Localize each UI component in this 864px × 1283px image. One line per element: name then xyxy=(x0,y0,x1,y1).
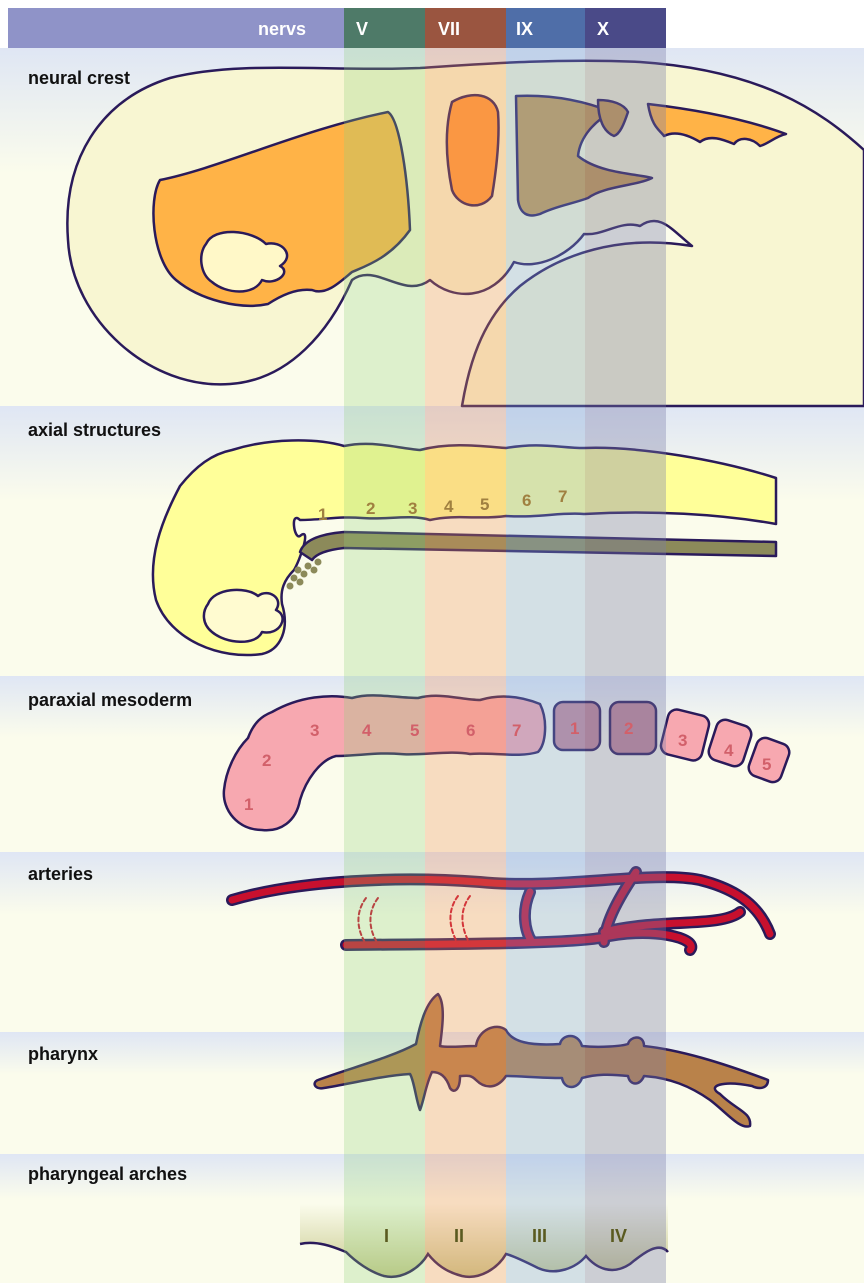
axial-number: 1 xyxy=(318,505,327,524)
nerve-bands xyxy=(344,48,666,1283)
header-bar: nervs V VII IX X xyxy=(8,8,666,48)
axial-number: 7 xyxy=(558,487,567,506)
somite-number: 1 xyxy=(570,719,579,738)
label-pharynx: pharynx xyxy=(28,1044,98,1064)
axial-number: 6 xyxy=(522,491,531,510)
paraxial-number: 2 xyxy=(262,751,271,770)
label-paraxial-mesoderm: paraxial mesoderm xyxy=(28,690,192,710)
label-pharyngeal-arches: pharyngeal arches xyxy=(28,1164,187,1184)
band-V xyxy=(344,48,425,1283)
arch-number: II xyxy=(454,1226,464,1246)
header-title: nervs xyxy=(258,19,306,39)
axial-number: 2 xyxy=(366,499,375,518)
band-IX xyxy=(506,48,585,1283)
nerve-label-X: X xyxy=(597,19,609,39)
axial-number: 3 xyxy=(408,499,417,518)
somite-number: 2 xyxy=(624,719,633,738)
band-X xyxy=(585,48,666,1283)
label-neural-crest: neural crest xyxy=(28,68,130,88)
somite-number: 5 xyxy=(762,755,771,774)
paraxial-number: 3 xyxy=(310,721,319,740)
axial-number: 5 xyxy=(480,495,489,514)
somite-number: 4 xyxy=(724,741,734,760)
paraxial-number: 7 xyxy=(512,721,521,740)
axial-number: 4 xyxy=(444,497,454,516)
nerve-label-V: V xyxy=(356,19,368,39)
arch-number: III xyxy=(532,1226,547,1246)
nerve-label-IX: IX xyxy=(516,19,533,39)
paraxial-number: 4 xyxy=(362,721,372,740)
label-arteries: arteries xyxy=(28,864,93,884)
arch-number: I xyxy=(384,1226,389,1246)
band-VII xyxy=(425,48,506,1283)
paraxial-number: 1 xyxy=(244,795,253,814)
paraxial-number: 5 xyxy=(410,721,419,740)
label-axial-structures: axial structures xyxy=(28,420,161,440)
somite-number: 3 xyxy=(678,731,687,750)
paraxial-number: 6 xyxy=(466,721,475,740)
arch-number: IV xyxy=(610,1226,627,1246)
nerve-label-VII: VII xyxy=(438,19,460,39)
